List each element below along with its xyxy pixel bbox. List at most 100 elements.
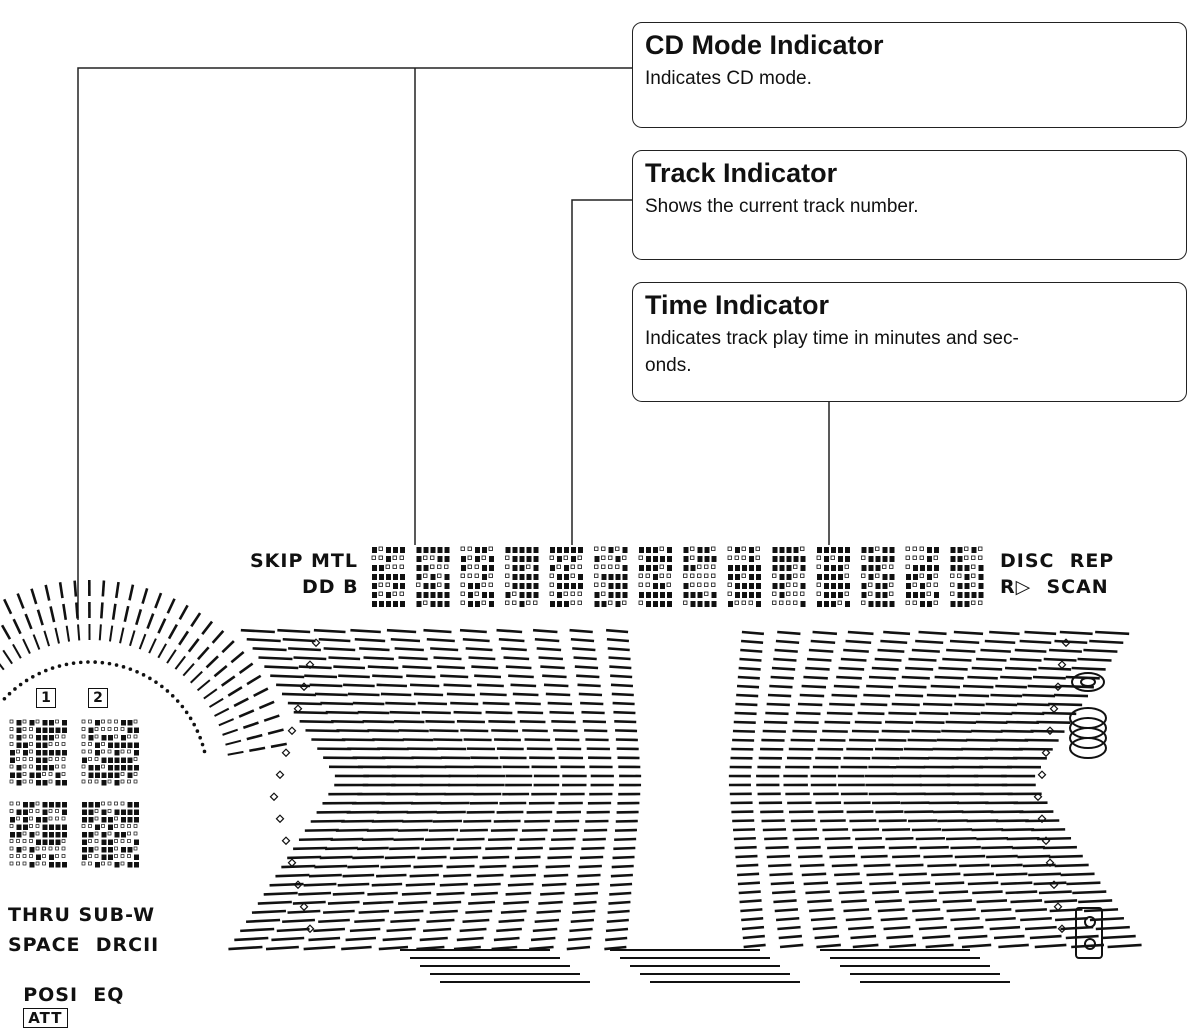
dial-segment xyxy=(243,723,258,728)
dial-dot xyxy=(189,717,193,721)
dial-dot xyxy=(19,683,23,687)
dial-dot xyxy=(176,699,180,703)
disc-rep-label: DISC REP xyxy=(1000,550,1114,572)
spectrum-band xyxy=(228,630,368,949)
dial-segment xyxy=(249,748,265,751)
spectrum-band xyxy=(529,630,587,949)
dial-segment xyxy=(75,581,76,597)
channel-box-1: 1 xyxy=(36,688,56,708)
matrix-cell xyxy=(506,547,539,607)
dial-segment xyxy=(259,702,274,708)
dial-segment xyxy=(136,609,141,624)
dial-segment xyxy=(180,605,188,619)
dial-segment xyxy=(4,599,11,613)
dial-segment xyxy=(183,664,194,676)
dial-segment xyxy=(116,582,118,598)
dial-segment xyxy=(228,752,244,755)
channel-matrix-cell xyxy=(82,802,139,868)
dial-segment xyxy=(254,689,268,696)
dial-segment xyxy=(100,624,101,640)
dial-segment xyxy=(234,699,248,706)
dial-dot xyxy=(93,660,97,664)
edge-marker xyxy=(288,859,295,866)
dial-segment xyxy=(158,619,165,634)
cd-mode-leader-left xyxy=(78,68,632,620)
dial-dot xyxy=(79,661,83,665)
dial-segment xyxy=(44,631,49,646)
dial-segment xyxy=(175,656,185,669)
cd-mode-callout: CD Mode Indicator Indicates CD mode. xyxy=(632,22,1187,128)
spectrum-band xyxy=(838,632,916,947)
dial-dot xyxy=(154,680,158,684)
dial-segment xyxy=(143,588,148,603)
dial-segment xyxy=(2,625,10,639)
edge-marker xyxy=(1038,771,1045,778)
dial-segment xyxy=(51,606,55,622)
matrix-cell xyxy=(550,547,583,607)
dial-segment xyxy=(14,619,21,633)
dial-segment xyxy=(247,676,261,684)
dial-segment xyxy=(167,650,176,663)
matrix-cell xyxy=(951,547,984,607)
dial-segment xyxy=(179,631,188,644)
cd-mode-description: Indicates CD mode. xyxy=(645,65,1174,92)
dial-segment xyxy=(222,641,234,652)
channel-box-2: 2 xyxy=(88,688,108,708)
dial-segment xyxy=(32,589,37,604)
matrix-cell xyxy=(684,547,717,607)
dial-dot xyxy=(8,692,12,696)
dial-dot xyxy=(181,705,185,709)
dial-segment xyxy=(26,614,32,629)
dial-segment xyxy=(215,709,229,716)
dial-dot xyxy=(185,711,189,715)
dial-segment xyxy=(219,719,234,725)
display-diagram xyxy=(0,0,1187,989)
dial-dot xyxy=(166,689,170,693)
dial-dot xyxy=(72,661,76,665)
spectrum-band xyxy=(892,632,991,947)
dial-dot xyxy=(13,687,17,691)
dial-dot xyxy=(129,667,133,671)
dial-dot xyxy=(171,694,175,698)
dial-segment xyxy=(110,626,112,642)
matrix-cell xyxy=(817,547,850,607)
dial-segment xyxy=(34,635,40,650)
cassette-icon xyxy=(1076,908,1102,958)
matrix-cell xyxy=(862,547,895,607)
cd-mode-title: CD Mode Indicator xyxy=(645,29,1174,61)
dial-segment xyxy=(191,613,200,626)
track-title: Track Indicator xyxy=(645,157,1174,189)
track-description: Shows the current track number. xyxy=(645,193,1174,220)
posi-eq-label: POSI EQ ATT xyxy=(8,962,124,1028)
dial-segment xyxy=(225,741,240,745)
dial-dot xyxy=(86,660,90,664)
dial-segment xyxy=(55,628,59,644)
dial-segment xyxy=(63,604,65,620)
dial-segment xyxy=(191,672,203,683)
edge-marker xyxy=(1058,661,1065,668)
spectrum-band xyxy=(492,630,560,949)
dial-segment xyxy=(158,644,166,658)
track-callout: Track Indicator Shows the current track … xyxy=(632,150,1187,260)
dial-dot xyxy=(101,661,105,665)
dial-segment xyxy=(103,580,104,596)
dial-segment xyxy=(198,680,210,690)
matrix-cell xyxy=(773,547,806,607)
dial-dot xyxy=(160,685,164,689)
att-indicator: ATT xyxy=(23,1008,67,1028)
dial-dot xyxy=(142,673,146,677)
dial-segment xyxy=(202,622,212,635)
edge-marker xyxy=(270,793,277,800)
dial-dot xyxy=(148,677,152,681)
dd-b-label: DD B xyxy=(302,576,359,598)
posi-eq-text: POSI EQ xyxy=(23,984,124,1006)
edge-marker xyxy=(276,771,283,778)
channel-dot-matrix xyxy=(10,720,139,868)
dial-dot xyxy=(135,670,139,674)
dial-segment xyxy=(204,689,217,698)
time-title: Time Indicator xyxy=(645,289,1174,321)
matrix-cell xyxy=(461,547,494,607)
channel-matrix-cell xyxy=(10,720,67,786)
dial-segment xyxy=(0,657,4,670)
edge-marker xyxy=(282,749,289,756)
